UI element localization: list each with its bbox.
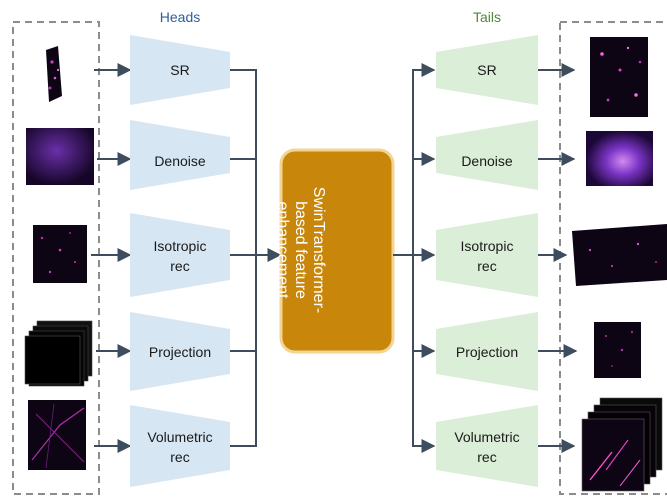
head-projection-label: Projection xyxy=(120,342,240,362)
input-images-frame xyxy=(12,21,100,495)
input-image-projection xyxy=(24,320,93,387)
tail-sr-label: SR xyxy=(427,60,547,80)
head-volumetric-label-line1: Volumetric xyxy=(147,429,213,445)
tail-shape-volumetric xyxy=(436,405,538,487)
head-sr-label: SR xyxy=(120,60,240,80)
core-block xyxy=(279,148,395,354)
tail-shape-isotropic xyxy=(436,213,538,297)
head-projection-label-line1: Projection xyxy=(148,344,212,360)
input-image-denoise xyxy=(26,128,94,185)
output-image-isotropic xyxy=(572,224,667,286)
tail-isotropic-label-line2: rec xyxy=(477,258,497,274)
tail-sr-label-line1: SR xyxy=(477,62,497,78)
tail-isotropic-label-line1: Isotropic xyxy=(460,238,514,254)
heads-heading: Heads xyxy=(159,9,201,25)
head-isotropic-label-line2: rec xyxy=(170,258,190,274)
head-volumetric-label-line2: rec xyxy=(170,449,190,465)
head-shape-isotropic xyxy=(130,213,230,297)
tails-heading: Tails xyxy=(472,9,501,25)
head-denoise-label-line1: Denoise xyxy=(154,153,206,169)
tail-projection-label-line1: Projection xyxy=(455,344,519,360)
head-isotropic-label-line1: Isotropic xyxy=(153,238,207,254)
input-image-sr xyxy=(46,46,62,102)
output-image-volumetric xyxy=(581,397,663,492)
core-label: SwinTransformer- based feature enhanceme… xyxy=(273,150,327,350)
output-image-projection xyxy=(594,322,641,378)
tail-shape-projection xyxy=(436,312,538,391)
tail-volumetric-label: Volumetric rec xyxy=(427,427,547,467)
tail-denoise-label: Denoise xyxy=(427,151,547,171)
tail-denoise-label-line1: Denoise xyxy=(461,153,513,169)
tail-volumetric-label-line1: Volumetric xyxy=(454,429,520,445)
input-image-volumetric xyxy=(28,400,86,470)
head-shape-volumetric xyxy=(130,405,230,487)
core-label-line2: based feature xyxy=(292,201,309,299)
head-denoise-label: Denoise xyxy=(120,151,240,171)
head-shape-denoise xyxy=(130,120,230,190)
tail-shape-sr xyxy=(436,35,538,105)
head-volumetric-label: Volumetric rec xyxy=(120,427,240,467)
input-image-isotropic xyxy=(33,225,87,283)
core-label-line3: enhancement xyxy=(274,201,291,299)
tail-shape-denoise xyxy=(436,120,538,190)
output-image-sr xyxy=(590,37,648,117)
tail-volumetric-label-line2: rec xyxy=(477,449,497,465)
head-isotropic-label: Isotropic rec xyxy=(120,236,240,276)
core-label-line1: SwinTransformer- xyxy=(310,186,327,314)
head-sr-label-line1: SR xyxy=(170,62,190,78)
tail-isotropic-label: Isotropic rec xyxy=(427,236,547,276)
tail-projection-label: Projection xyxy=(427,342,547,362)
head-shape-projection xyxy=(130,312,230,391)
output-image-denoise xyxy=(586,131,653,186)
head-shape-sr xyxy=(130,35,230,105)
